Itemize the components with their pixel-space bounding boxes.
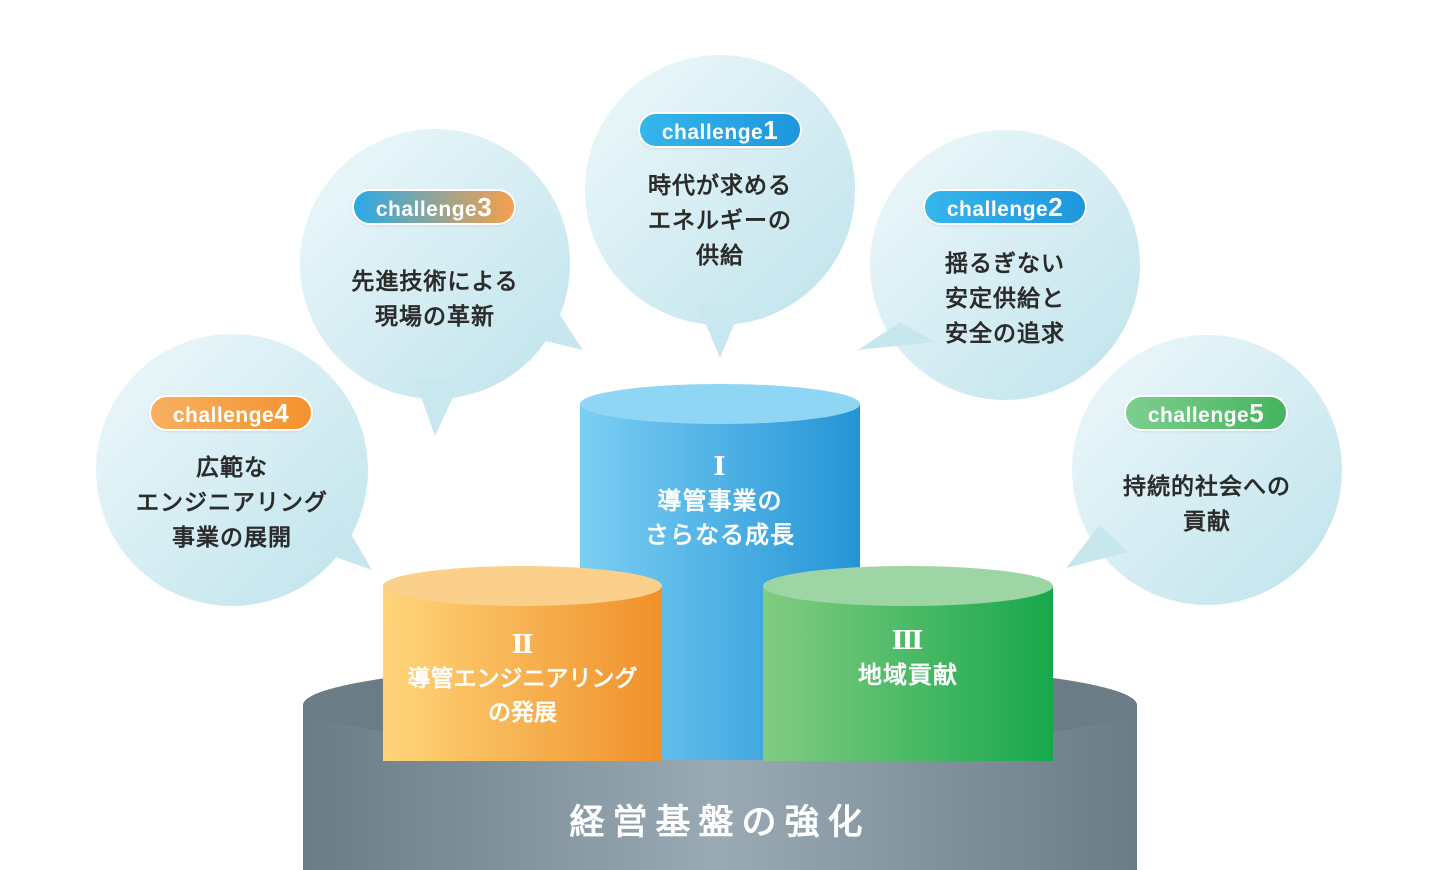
pillar-2-label: Ⅱ 導管エンジニアリング の発展 (383, 628, 662, 730)
challenge-2-line: 安全の追求 (945, 321, 1065, 347)
pillar-2-line: 導管エンジニアリング (407, 666, 638, 692)
challenge-5-badge: challenge5 (1124, 395, 1288, 431)
challenge-2-line: 揺るぎない (945, 251, 1065, 277)
challenge-4-badge: challenge4 (149, 395, 313, 431)
challenge-3-line: 現場の革新 (375, 304, 495, 330)
pillar-2-cylinder (383, 566, 662, 761)
challenge-3-text: 先進技術による 現場の革新 (305, 265, 565, 335)
challenge-1-label: challenge (661, 121, 764, 144)
pillar-1-numeral: Ⅰ (713, 452, 727, 482)
challenge-3-line: 先進技術による (351, 269, 519, 295)
pillar-3-label: Ⅲ 地域貢献 (763, 624, 1053, 692)
challenge-4-line: エンジニアリング (136, 490, 328, 516)
challenge-1-line: 供給 (696, 243, 744, 269)
challenge-4-label: challenge (172, 404, 275, 427)
challenge-4-line: 広範な (196, 455, 268, 481)
pillar-1-line: 導管事業の (657, 487, 783, 515)
challenge-1-line: エネルギーの (648, 208, 792, 234)
challenge-2-text: 揺るぎない 安定供給と 安全の追求 (885, 247, 1125, 352)
challenge-4-line: 事業の展開 (172, 525, 292, 551)
pillar-1-line: さらなる成長 (645, 521, 795, 549)
challenge-1-number: 1 (763, 115, 779, 145)
pillar-2-line: の発展 (488, 700, 557, 726)
challenge-1-line: 時代が求める (648, 173, 792, 199)
challenge-3-badge: challenge3 (352, 189, 516, 225)
challenge-5-line: 持続的社会への (1123, 474, 1291, 500)
challenge-5-number: 5 (1249, 398, 1265, 428)
challenge-5-label: challenge (1147, 404, 1250, 427)
challenge-2-line: 安定供給と (945, 286, 1065, 312)
challenge-5-line: 貢献 (1183, 509, 1231, 535)
challenge-2-label: challenge (946, 198, 1049, 221)
pillar-1-label: Ⅰ 導管事業の さらなる成長 (580, 450, 860, 552)
challenge-4-text: 広範な エンジニアリング 事業の展開 (102, 451, 362, 556)
pillar-3-cylinder (763, 566, 1053, 761)
pillar-2-numeral: Ⅱ (511, 630, 534, 660)
pillar-3-line: 地域貢献 (858, 661, 958, 689)
challenge-1-text: 時代が求める エネルギーの 供給 (600, 169, 840, 274)
challenge-2-badge: challenge2 (923, 189, 1087, 225)
challenge-3-label: challenge (375, 198, 478, 221)
pillar-3-numeral: Ⅲ (891, 626, 925, 656)
challenge-3-number: 3 (477, 192, 493, 222)
base-title: 経営基盤の強化 (569, 803, 871, 843)
challenge-4-number: 4 (274, 398, 290, 428)
challenge-1-badge: challenge1 (638, 112, 802, 148)
challenge-2-number: 2 (1048, 192, 1064, 222)
challenge-5-text: 持続的社会への 貢献 (1077, 470, 1337, 540)
